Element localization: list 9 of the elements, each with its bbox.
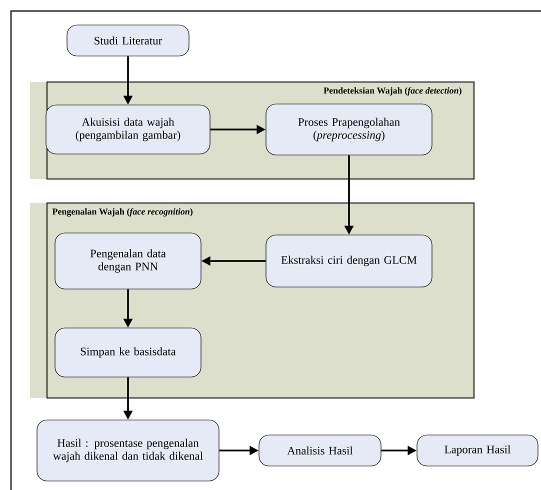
process-box: Proses Prapengolahan (preprocessing)	[266, 104, 432, 156]
process-box: Laporan Hasil	[416, 434, 538, 466]
process-box: Simpan ke basisdata	[54, 328, 202, 378]
process-box: Analisis Hasil	[258, 434, 382, 466]
process-box: Hasil : prosentase pengenalan wajah dikenal dan tidak dikenal	[36, 420, 220, 482]
process-box: Pengenalan data dengan PNN	[54, 232, 202, 290]
process-box: Ekstraksi ciri dengan GLCM	[266, 234, 432, 288]
process-box: Akuisisi data wajah (pengambilan gambar)	[46, 104, 210, 154]
process-box: Studi Literatur	[66, 24, 190, 56]
